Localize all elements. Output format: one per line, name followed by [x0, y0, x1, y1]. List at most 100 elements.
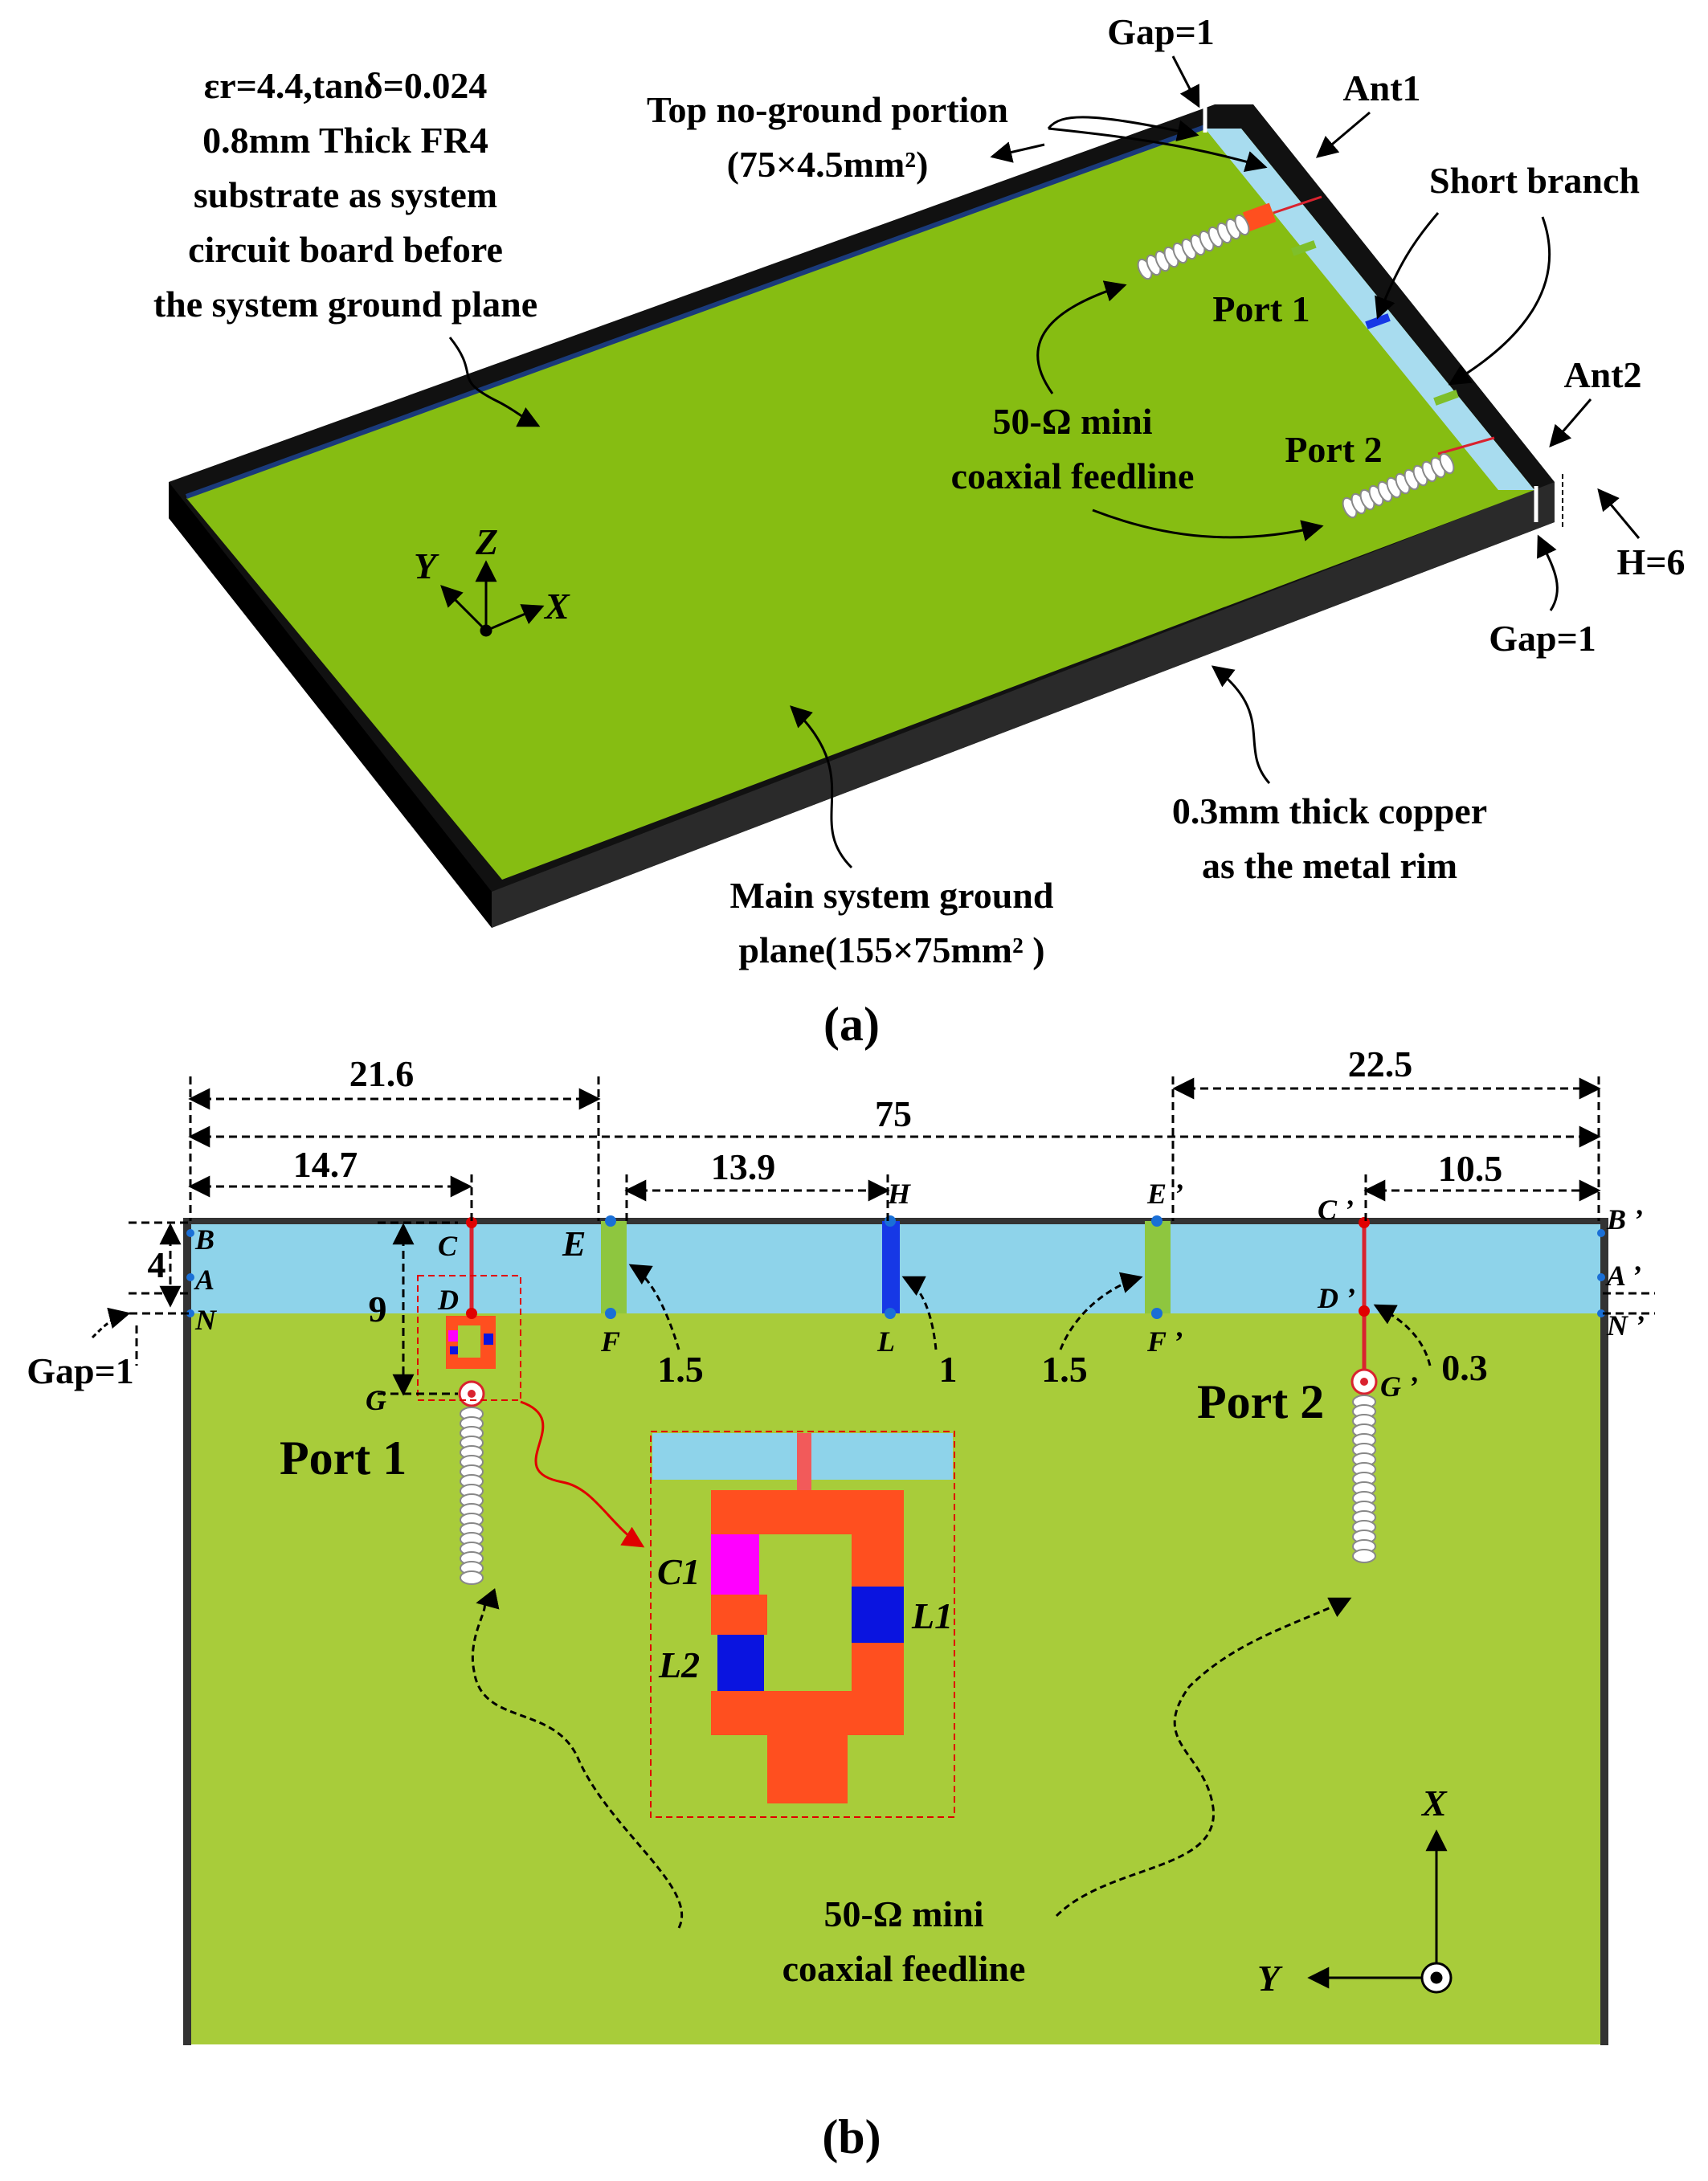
rim-label-2: as the metal rim: [1202, 845, 1457, 886]
pt-N: N: [194, 1304, 218, 1336]
coax-arrow-a-1: [1036, 280, 1127, 394]
caption-b: (b): [822, 2110, 881, 2163]
pt-A: A: [194, 1264, 215, 1296]
no-ground-arrow-2: [1048, 127, 1268, 173]
dim-1-5-right: 1.5: [1041, 1349, 1088, 1390]
axis-x-label: X: [543, 586, 570, 627]
coax-label-a-1: 50-Ω mini: [992, 401, 1152, 442]
rim-right-b: [1600, 1218, 1608, 2045]
port1-label-a: Port 1: [1212, 288, 1310, 329]
comp-l2-label: L2: [658, 1644, 700, 1685]
coax-label-b-1: 50-Ω mini: [823, 1893, 983, 1934]
gap-b-arrow: [91, 1307, 131, 1339]
short-branch-EF: [601, 1221, 627, 1313]
pt-A-prime: A ’: [1605, 1260, 1641, 1292]
axis-b-y-label: Y: [1257, 1958, 1283, 1999]
coax-port2-b: [1352, 1395, 1376, 1563]
axis-z-label: Z: [475, 521, 498, 562]
short-branch-3-3d: [1433, 390, 1459, 406]
port2-center: [1360, 1378, 1368, 1386]
coax-segment: [1352, 1549, 1376, 1563]
rim-label-1: 0.3mm thick copper: [1172, 790, 1487, 831]
dim-13-9: 13.9: [711, 1146, 776, 1187]
rim-left-b: [183, 1218, 191, 2045]
coax-segment: [460, 1570, 484, 1585]
pt-G: G: [366, 1384, 386, 1416]
short-branch-arrow-2: [1448, 216, 1551, 386]
pt-B-prime: B ’: [1606, 1203, 1643, 1235]
gap-top-label: Gap=1: [1107, 11, 1215, 52]
feed-trace-1-3d: [1273, 195, 1322, 214]
ground-arrow: [790, 705, 853, 869]
ground-label-1: Main system ground: [730, 875, 1054, 916]
ground-plane-3d: [186, 129, 1534, 880]
axis-y-label: Y: [414, 545, 439, 586]
axis-b-x-label: X: [1420, 1783, 1448, 1824]
pt-L: L: [876, 1325, 895, 1358]
dim-gap: Gap=1: [27, 1350, 134, 1391]
pt-D-prime: D ’: [1317, 1282, 1355, 1314]
zoom-source-box: [417, 1275, 521, 1401]
port2-label-a: Port 2: [1285, 429, 1382, 470]
pt-E-prime: E ’: [1146, 1178, 1183, 1210]
coax-arrow-a-2: [1092, 508, 1324, 541]
panel-a: Y Z X εr=4.4,tanδ=0.024 0.8mm Thick FR4 …: [153, 11, 1686, 1051]
height-label: H=6: [1617, 541, 1686, 582]
no-ground-arrow-left: [990, 141, 1045, 163]
coax-segment: [1234, 214, 1250, 236]
dim-4: 4: [148, 1244, 166, 1285]
substrate-line-5: the system ground plane: [153, 284, 537, 325]
pt-N-prime: N ’: [1606, 1309, 1645, 1342]
pt-E: E: [562, 1224, 586, 1264]
pt-G-prime: G ’: [1380, 1370, 1418, 1403]
no-ground-arrow-1: [1047, 116, 1199, 142]
feed-trace-2-3d: [1437, 436, 1495, 455]
ant2-label: Ant2: [1563, 354, 1641, 395]
ant1-arrow: [1315, 111, 1371, 158]
dim-21-6: 21.6: [349, 1053, 415, 1094]
pt-F-prime: F ’: [1146, 1325, 1183, 1358]
metal-rim-side-left: [169, 482, 492, 928]
pt-C-prime: C ’: [1318, 1194, 1354, 1226]
zoom-network: [711, 1490, 904, 1803]
coax-port2-3d: [1342, 452, 1455, 519]
coax-port1-b: [460, 1407, 484, 1585]
dim-14-7: 14.7: [293, 1144, 358, 1185]
back-rim-line: [185, 125, 1207, 499]
dimension-lines: [116, 1076, 1655, 1396]
dim-75: 75: [875, 1093, 912, 1134]
dim-9: 9: [369, 1289, 387, 1329]
coax-segment: [1439, 452, 1455, 475]
port1-center: [468, 1390, 476, 1398]
ant2-arrow: [1549, 398, 1592, 448]
coax-leader-right: [1055, 1597, 1352, 1918]
substrate-line-3: substrate as system: [194, 174, 497, 215]
ground-label-2: plane(155×75mm² ): [738, 929, 1044, 970]
matching-network-3d: [1242, 202, 1277, 232]
gap-bottom-leader: [1537, 534, 1559, 611]
pt-F: F: [600, 1325, 620, 1358]
pt-D: D: [437, 1284, 459, 1316]
panel-b: C1 L1 L2: [27, 1044, 1655, 2163]
branch-leaders: [628, 1264, 1432, 1366]
port1-label-b: Port 1: [280, 1432, 407, 1485]
dim-10-5: 10.5: [1438, 1148, 1503, 1189]
zoom-trace: [797, 1433, 811, 1493]
metal-rim-side-front: [492, 482, 1555, 928]
no-ground-label-1: Top no-ground portion: [647, 89, 1008, 130]
short-branch-label: Short branch: [1429, 160, 1640, 201]
gap-bottom-label: Gap=1: [1489, 618, 1596, 659]
coax-label-a-2: coaxial feedline: [951, 455, 1195, 496]
comp-l1-label: L1: [911, 1595, 953, 1636]
short-branch-arrow-1: [1375, 212, 1440, 320]
no-ground-label-2: (75×4.5mm²): [727, 144, 929, 185]
substrate-arrow: [448, 337, 541, 427]
dim-0-3: 0.3: [1441, 1347, 1488, 1388]
dim-1-5-left: 1.5: [657, 1349, 704, 1390]
pt-C: C: [438, 1230, 458, 1262]
substrate-line-4: circuit board before: [188, 229, 503, 270]
matching-network-small: [446, 1316, 496, 1369]
axes-b: [1307, 1829, 1453, 1994]
short-branch-EF-prime: [1145, 1221, 1171, 1313]
